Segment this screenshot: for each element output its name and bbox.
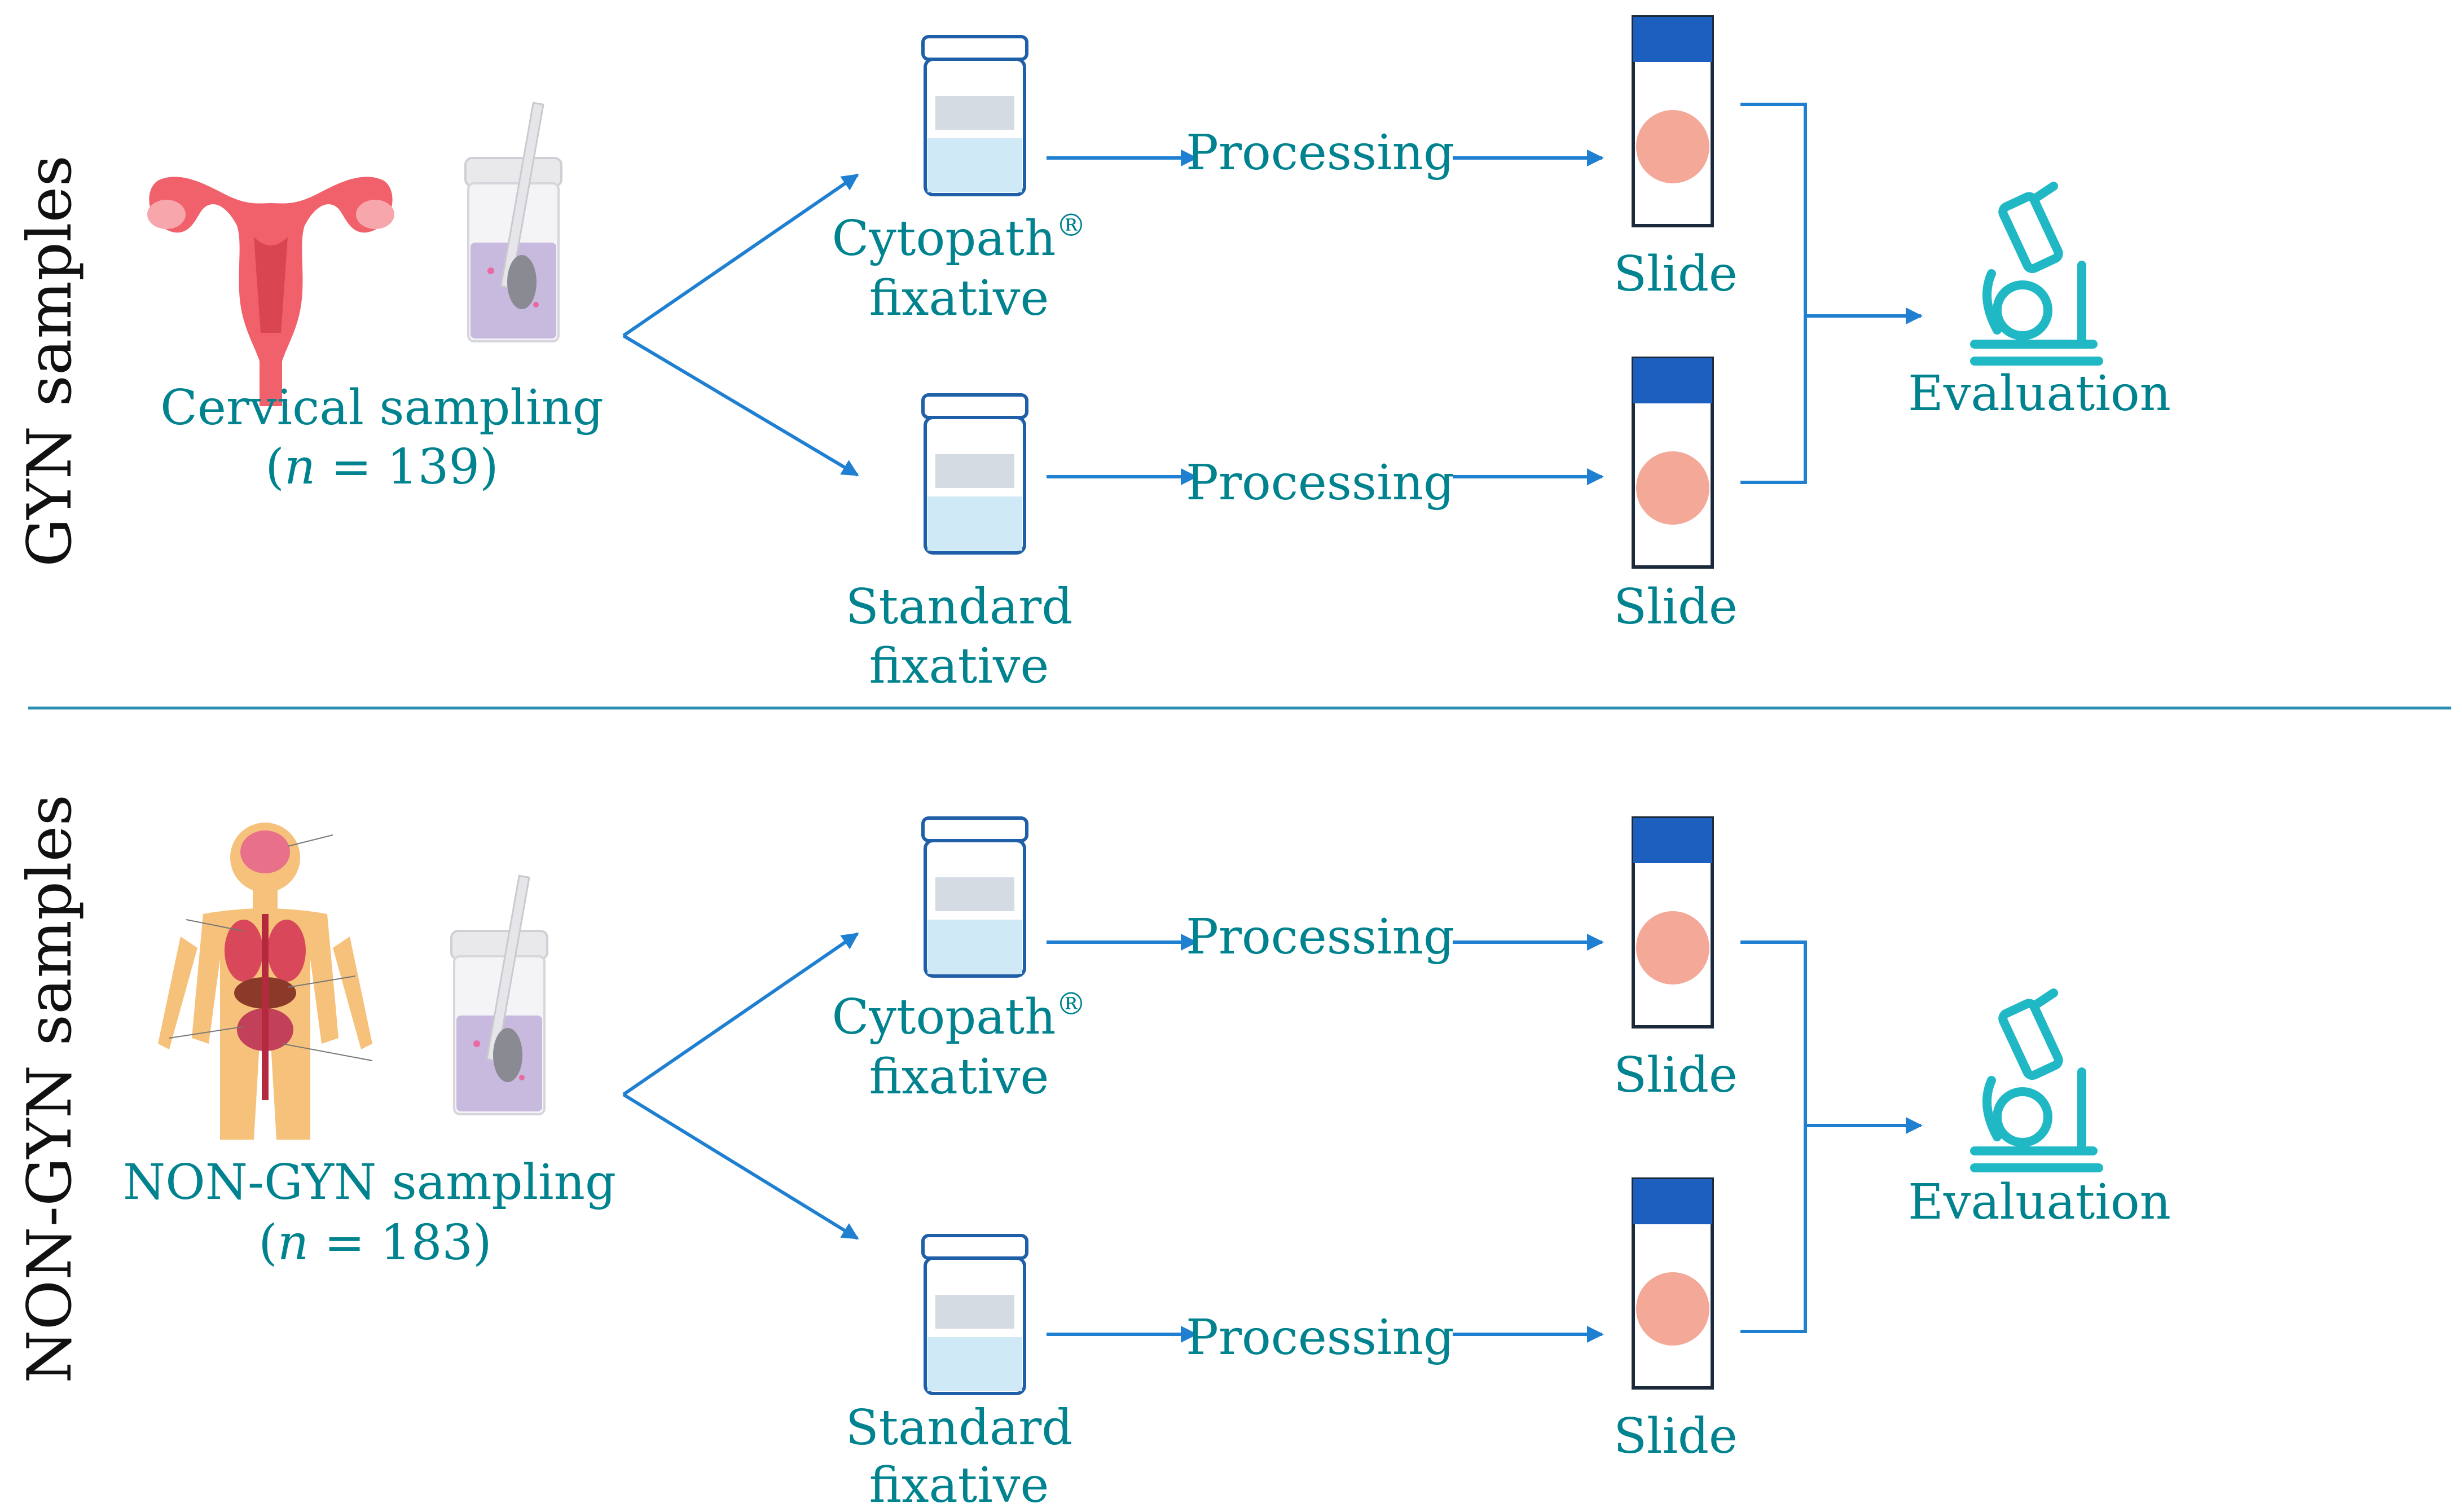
slide-label: Slide — [1614, 579, 1738, 635]
slide-label: Slide — [1614, 1408, 1738, 1465]
glass-slide-icon — [1632, 357, 1714, 569]
sample-vial-icon — [450, 874, 548, 1115]
branch-cytopath: Cytopath® fixative Processing Slide — [832, 15, 1738, 327]
glass-slide-icon — [1632, 1177, 1714, 1390]
evaluation-label: Evaluation — [1908, 1174, 2171, 1230]
fixative-label-line2: fixative — [869, 1457, 1049, 1512]
processing-label: Processing — [1186, 909, 1454, 965]
section-gyn: GYN samples Cervical sampling (n = 139) — [15, 15, 2171, 695]
processing-label: Processing — [1186, 1309, 1454, 1366]
slide-label: Slide — [1614, 246, 1738, 302]
split-arrow-top — [622, 932, 859, 1096]
merge-bracket — [1740, 103, 1807, 484]
processing-label: Processing — [1186, 455, 1454, 511]
human-body-organs-icon — [158, 823, 373, 1140]
processing-label: Processing — [1186, 125, 1454, 181]
sample-vial-icon — [464, 102, 562, 342]
fixative-label: Standard — [846, 1400, 1073, 1456]
fixative-label: Cytopath® — [832, 986, 1087, 1045]
fixative-jar-icon — [921, 35, 1028, 196]
fixative-jar-icon — [921, 393, 1028, 555]
microscope-icon — [1970, 988, 2103, 1172]
sampling-label: Cervical sampling — [160, 380, 604, 436]
fixative-label-line2: fixative — [869, 638, 1049, 695]
glass-slide-icon — [1632, 816, 1714, 1028]
sample-count: (n = 139) — [265, 439, 498, 495]
fixative-label-line2: fixative — [869, 270, 1049, 327]
sample-count: (n = 183) — [258, 1215, 491, 1271]
sampling-label: NON-GYN sampling — [123, 1154, 616, 1211]
fixative-label: Cytopath® — [832, 208, 1087, 267]
split-arrow-bottom — [622, 334, 859, 477]
branch-standard: Standard fixative Processing Slide — [846, 357, 1738, 695]
glass-slide-icon — [1632, 15, 1714, 227]
fixative-jar-icon — [921, 1234, 1028, 1395]
fixative-label: Standard — [846, 579, 1073, 635]
merge-bracket — [1740, 940, 1807, 1333]
evaluation-label: Evaluation — [1908, 366, 2171, 422]
split-arrow-bottom — [622, 1093, 859, 1240]
branch-standard: Standard fixative Processing Slide — [846, 1177, 1738, 1512]
side-label: NON-GYN samples — [15, 794, 85, 1383]
fixative-jar-icon — [921, 816, 1028, 978]
section-non-gyn: NON-GYN samples — [15, 794, 2171, 1512]
slide-label: Slide — [1614, 1047, 1738, 1104]
split-arrow-top — [622, 173, 859, 337]
fixative-label-line2: fixative — [869, 1049, 1049, 1105]
branch-cytopath: Cytopath® fixative Processing Slide — [832, 816, 1738, 1105]
microscope-icon — [1970, 182, 2103, 366]
uterus-icon — [147, 177, 394, 406]
side-label: GYN samples — [15, 155, 85, 567]
